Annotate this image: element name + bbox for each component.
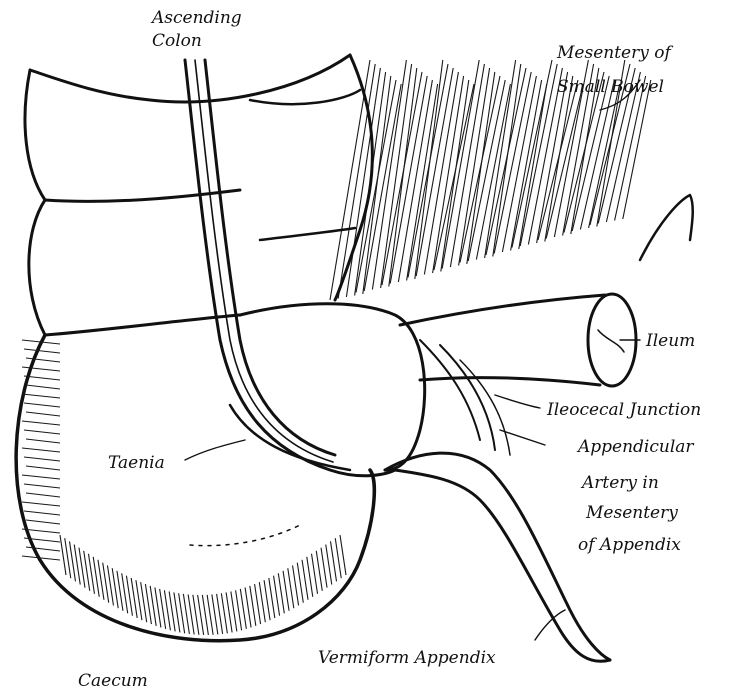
- caecum-edge-shade-line: [26, 520, 60, 524]
- label-caecum: Caecum: [78, 671, 148, 691]
- mesentery-hatch-line: [502, 76, 536, 252]
- caecum-edge-shade-line: [26, 493, 60, 497]
- label-mesentery: Mesentery: [585, 503, 678, 523]
- label-of-appendix: of Appendix: [578, 535, 681, 555]
- mesentery-hatch-line: [615, 76, 646, 221]
- taenia: [185, 60, 395, 476]
- caecum-shade-line: [269, 578, 275, 618]
- caecum-shade-line: [288, 568, 294, 608]
- caecum-edge-shade-line: [24, 376, 60, 380]
- caecum-shade-line: [283, 571, 289, 611]
- label-mesentery-of: Mesentery of: [556, 43, 673, 63]
- caecum-shade-line: [212, 594, 218, 634]
- caecum-edge-shade-line: [26, 439, 60, 443]
- caecum-shade-line: [226, 592, 232, 632]
- caecum-edge-shade-line: [24, 457, 60, 461]
- caecum-edge-shade-line: [22, 394, 60, 398]
- caecum-shading: [22, 340, 346, 635]
- mesentery-hatch-line: [459, 68, 490, 266]
- mesentery-hatch-line: [537, 72, 568, 243]
- caecum-edge-shade-line: [24, 430, 60, 434]
- caecum-shade-line: [297, 563, 303, 603]
- caecum-edge-shade-line: [26, 385, 60, 389]
- caecum-shade-line: [278, 573, 284, 613]
- caecum-shade-line: [245, 587, 251, 627]
- caecum-edge-shade-line: [24, 484, 60, 488]
- label-vermiform-appendix: Vermiform Appendix: [318, 648, 496, 668]
- caecum-shade-line: [217, 594, 223, 634]
- caecum-shade-line: [316, 551, 322, 591]
- caecum-edge-shade-line: [26, 547, 60, 551]
- caecum-shade-line: [293, 565, 299, 605]
- mesentery-hatch-line: [589, 84, 620, 228]
- label-ascending: Ascending: [150, 8, 242, 28]
- caecum-shade-line: [307, 557, 313, 597]
- caecum: [16, 304, 425, 641]
- caecum-edge-shade-line: [24, 511, 60, 515]
- caecum-shade-line: [274, 576, 280, 616]
- caecum-shade-line: [340, 535, 346, 575]
- caecum-edge-shade-line: [22, 502, 60, 506]
- caecum-shade-line: [312, 554, 318, 594]
- label-ileum: Ileum: [645, 331, 695, 351]
- label-small-bowel: Small Bowel: [557, 77, 664, 97]
- caecum-shade-line: [326, 545, 332, 585]
- caecum-shade-line: [259, 582, 265, 622]
- mesentery-hatch-line: [356, 80, 396, 293]
- mesentery-hatch-line: [520, 64, 557, 246]
- caecum-shade-line: [331, 541, 337, 581]
- label-ileocecal-junction: Ileocecal Junction: [546, 400, 701, 420]
- caecum-shade-line: [321, 548, 327, 588]
- caecum-shade-line: [255, 584, 261, 624]
- caecum-edge-shade-line: [24, 403, 60, 407]
- caecum-shade-line: [231, 591, 237, 631]
- caecum-edge-shade-line: [22, 367, 60, 371]
- caecum-edge-shade-line: [24, 349, 60, 353]
- caecum-edge-shade-line: [26, 466, 60, 470]
- leader-lines: [185, 80, 640, 640]
- caecum-edge-shade-line: [26, 412, 60, 416]
- caecum-shade-line: [250, 586, 256, 626]
- caecum-shade-line: [207, 595, 213, 635]
- caecum-shade-line: [302, 560, 308, 600]
- caecum-shade-line: [335, 538, 341, 578]
- appendicular-artery: [420, 340, 510, 455]
- label-appendicular: Appendicular: [576, 437, 694, 457]
- mesentery-hatch-line: [434, 84, 474, 270]
- vermiform-appendix: [385, 453, 610, 661]
- caecum-edge-shade-line: [26, 358, 60, 362]
- caecum-shade-line: [236, 590, 242, 630]
- mesentery-hatch-line: [372, 60, 406, 290]
- mesentery-hatch-line: [424, 72, 458, 275]
- label-artery-in: Artery in: [580, 473, 659, 493]
- label-colon: Colon: [152, 31, 202, 51]
- mesentery-hatch-line: [450, 64, 484, 267]
- caecum-shade-line: [240, 589, 246, 629]
- caecum-edge-shade-line: [22, 475, 60, 479]
- caecum-shade-line: [264, 580, 270, 620]
- label-taenia: Taenia: [108, 453, 165, 473]
- caecum-edge-shade-line: [22, 448, 60, 452]
- caecum-shade-line: [221, 593, 227, 633]
- caecum-edge-shade-line: [22, 421, 60, 425]
